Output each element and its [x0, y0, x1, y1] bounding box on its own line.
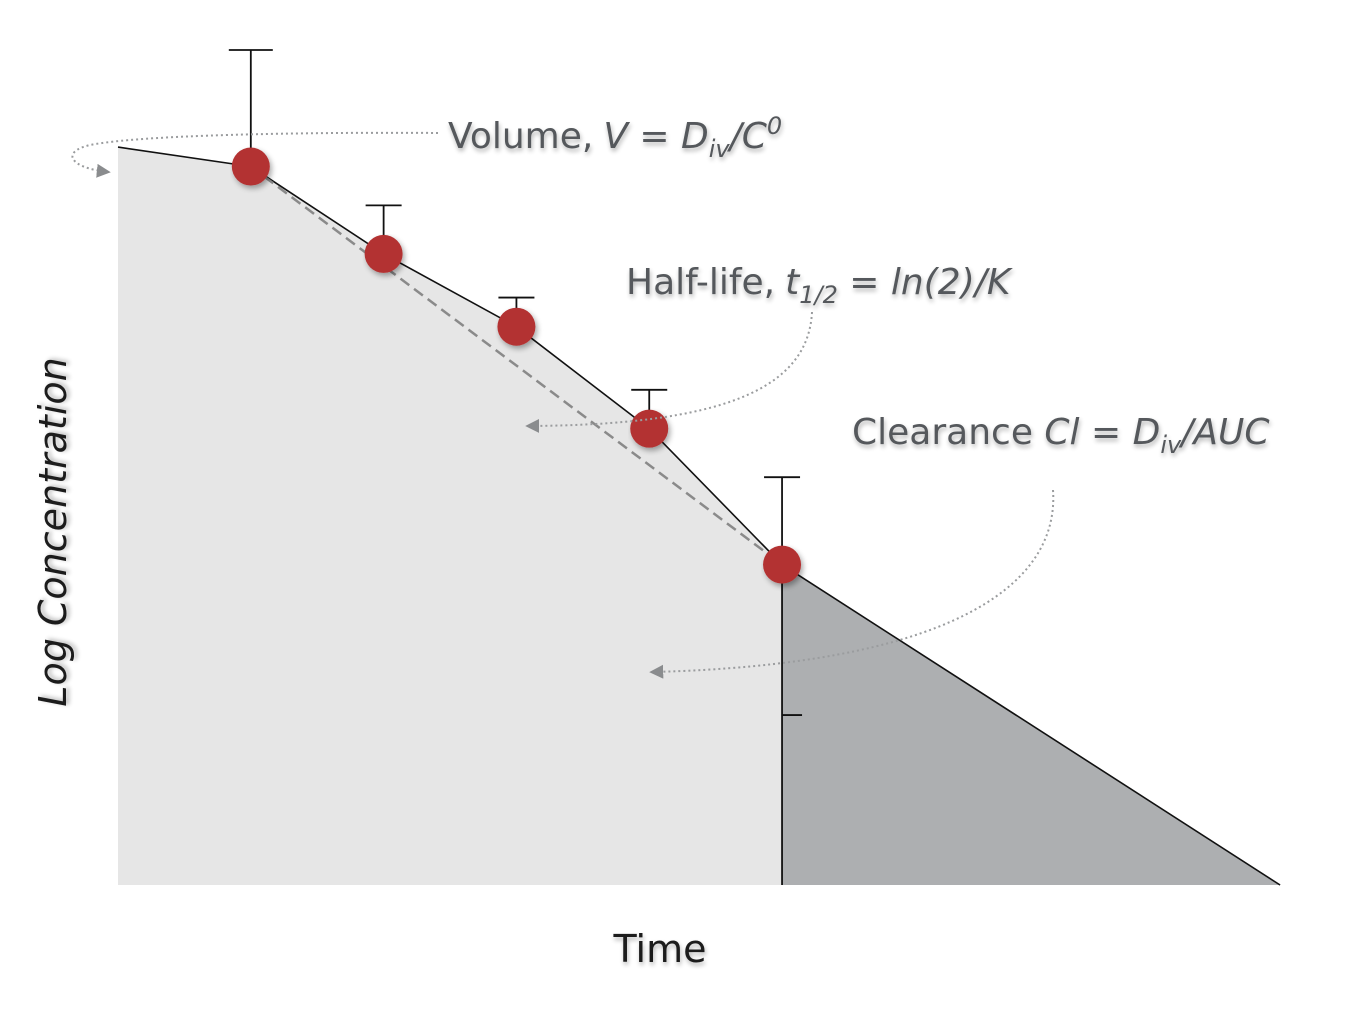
volume-subscript: iv: [709, 135, 731, 163]
data-point: [497, 307, 536, 346]
y-axis-label: Log Concentration: [31, 357, 75, 706]
half-life-var: t: [785, 262, 801, 303]
volume-rest: /C: [727, 116, 768, 157]
data-point: [630, 409, 669, 448]
volume-formula: V = D: [603, 116, 708, 157]
x-axis-label: Time: [613, 927, 707, 971]
extrapolation-line: [117, 146, 1281, 886]
volume-annotation: Volume,V = Div/C0: [448, 112, 782, 163]
clearance-label: Clearance: [852, 412, 1044, 453]
fit-line: [250, 165, 783, 566]
data-markers: [231, 147, 802, 584]
half-life-eq: =: [838, 262, 891, 303]
data-point: [763, 545, 802, 584]
clearance-rest: /AUC: [1178, 412, 1270, 453]
clearance-subscript: iv: [1160, 431, 1182, 459]
auc-area: [118, 147, 783, 885]
clearance-annotation: Clearance Cl = Div/AUC: [852, 412, 1270, 459]
clearance-arrow: [649, 489, 1055, 679]
half-life-rest: ln(2)/K: [891, 262, 1013, 303]
volume-label: Volume,: [448, 116, 593, 157]
volume-superscript: 0: [767, 112, 782, 140]
half-life-subscript: 1/2: [799, 281, 838, 309]
clearance-formula: Cl = D: [1044, 412, 1160, 453]
volume-arrow: [71, 131, 439, 178]
data-point: [231, 147, 270, 186]
half-life-label: Half-life,: [626, 262, 775, 303]
data-point: [364, 234, 403, 273]
half-life-annotation: Half-life,t1/2 = ln(2)/K: [626, 262, 1013, 309]
